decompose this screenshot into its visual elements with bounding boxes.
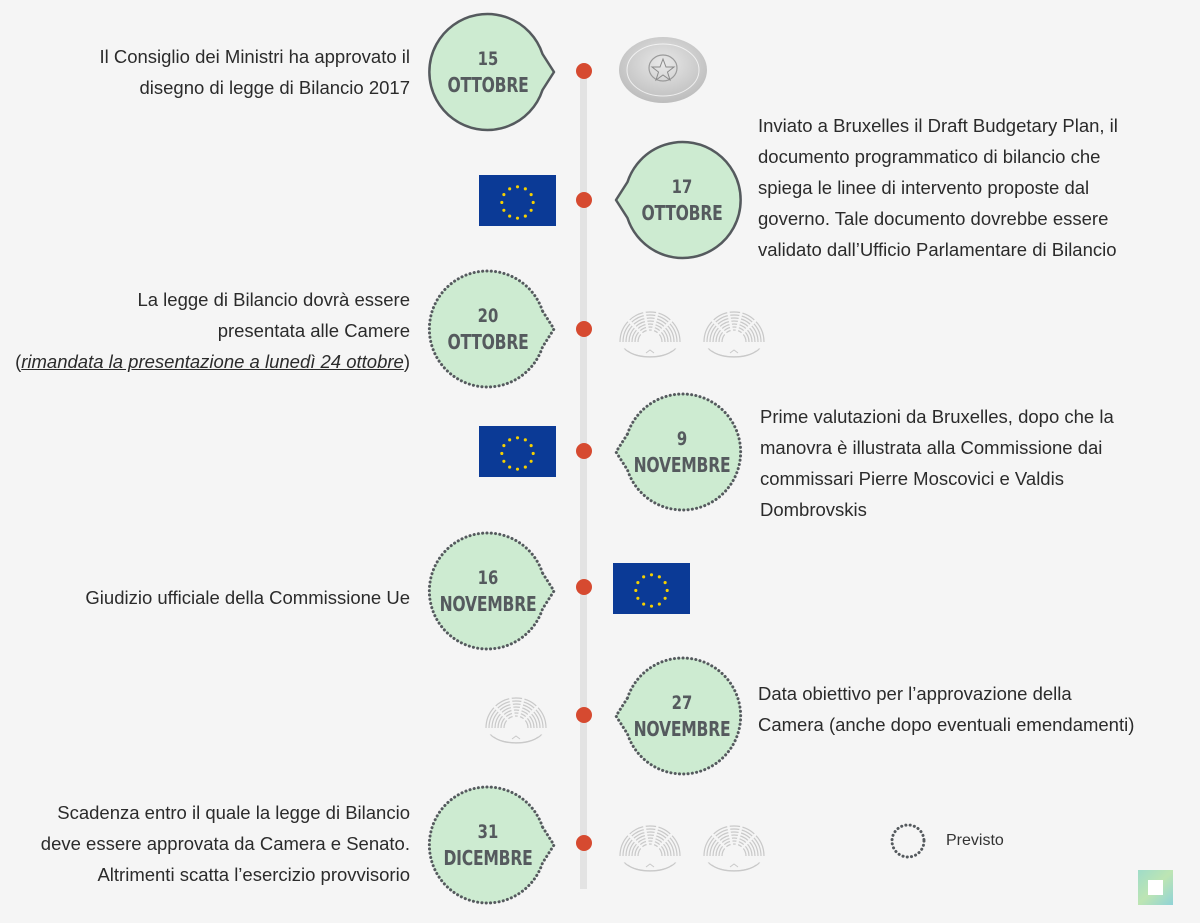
event-text-line: disegno di legge di Bilancio 2017 <box>139 77 410 98</box>
timeline-dot <box>576 835 592 851</box>
event-text-line: Camera (anche dopo eventuali emendamenti… <box>758 714 1135 735</box>
event-text-line: La legge di Bilancio dovrà essere <box>137 289 410 310</box>
date-day: 9 <box>676 428 688 450</box>
event-text-line: presentata alle Camere <box>217 320 410 341</box>
presidenza-consiglio-seal-icon <box>618 35 708 105</box>
event-text-line: manovra è illustrata alla Commissione da… <box>760 437 1103 458</box>
event-description: La legge di Bilancio dovrà essere presen… <box>15 284 410 377</box>
brand-logo-icon <box>1138 870 1173 905</box>
event-description: Prime valutazioni da Bruxelles, dopo che… <box>760 401 1114 525</box>
event-note: (rimandata la presentazione a lunedì 24 … <box>15 351 410 372</box>
event-description: Scadenza entro il quale la legge di Bila… <box>41 797 410 890</box>
eu-flag-icon <box>613 563 690 614</box>
postponement-note: rimandata la presentazione a lunedì 24 o… <box>21 351 404 372</box>
timeline-axis <box>580 70 587 889</box>
event-text-line: validato dall’Ufficio Parlamentare di Bi… <box>758 239 1117 260</box>
date-day: 20 <box>477 305 499 327</box>
event-text-line: Dombrovskis <box>760 499 867 520</box>
event-text-line: Giudizio ufficiale della Commissione Ue <box>85 587 410 608</box>
parliament-hemicycle-icon <box>480 688 552 745</box>
date-day: 17 <box>671 176 693 198</box>
dotted-circle-icon <box>890 823 926 859</box>
timeline-dot <box>576 707 592 723</box>
legend: Previsto <box>890 823 1004 859</box>
date-month: OTTOBRE <box>447 73 529 97</box>
timeline-dot <box>576 443 592 459</box>
date-day: 16 <box>477 567 499 589</box>
event-text-line: Inviato a Bruxelles il Draft Budgetary P… <box>758 115 1118 136</box>
event-text-line: Scadenza entro il quale la legge di Bila… <box>57 802 410 823</box>
parliament-hemicycle-icon <box>614 302 686 359</box>
date-month: NOVEMBRE <box>633 717 731 741</box>
timeline-dot <box>576 192 592 208</box>
event-description: Inviato a Bruxelles il Draft Budgetary P… <box>758 110 1118 265</box>
event-text-line: Il Consiglio dei Ministri ha approvato i… <box>99 46 410 67</box>
eu-flag-icon <box>479 426 556 477</box>
event-text-line: Prime valutazioni da Bruxelles, dopo che… <box>760 406 1114 427</box>
parliament-hemicycle-icon <box>698 302 770 359</box>
event-text-line: deve essere approvata da Camera e Senato… <box>40 833 410 854</box>
date-day: 27 <box>671 692 693 714</box>
event-description: Giudizio ufficiale della Commissione Ue <box>85 582 410 613</box>
event-text-line: Altrimenti scatta l’esercizio provvisori… <box>97 864 410 885</box>
legend-label: Previsto <box>946 832 1004 849</box>
timeline-dot <box>576 63 592 79</box>
event-text-line: Data obiettivo per l’approvazione della <box>758 683 1072 704</box>
event-text-line: spiega le linee di intervento proposte d… <box>758 177 1090 198</box>
event-description: Data obiettivo per l’approvazione della … <box>758 678 1134 740</box>
event-text-line: commissari Pierre Moscovici e Valdis <box>760 468 1064 489</box>
date-month: NOVEMBRE <box>633 453 731 477</box>
eu-flag-icon <box>479 175 556 226</box>
parliament-hemicycle-icon <box>698 816 770 873</box>
date-day: 31 <box>477 821 499 843</box>
event-text-line: documento programmatico di bilancio che <box>758 146 1101 167</box>
date-month: OTTOBRE <box>641 201 723 225</box>
date-month: NOVEMBRE <box>439 592 537 616</box>
event-description: Il Consiglio dei Ministri ha approvato i… <box>99 41 410 103</box>
timeline-dot <box>576 579 592 595</box>
date-day: 15 <box>477 48 499 70</box>
date-month: DICEMBRE <box>443 846 533 870</box>
event-text-line: governo. Tale documento dovrebbe essere <box>758 208 1109 229</box>
date-month: OTTOBRE <box>447 330 529 354</box>
parliament-hemicycle-icon <box>614 816 686 873</box>
timeline-dot <box>576 321 592 337</box>
